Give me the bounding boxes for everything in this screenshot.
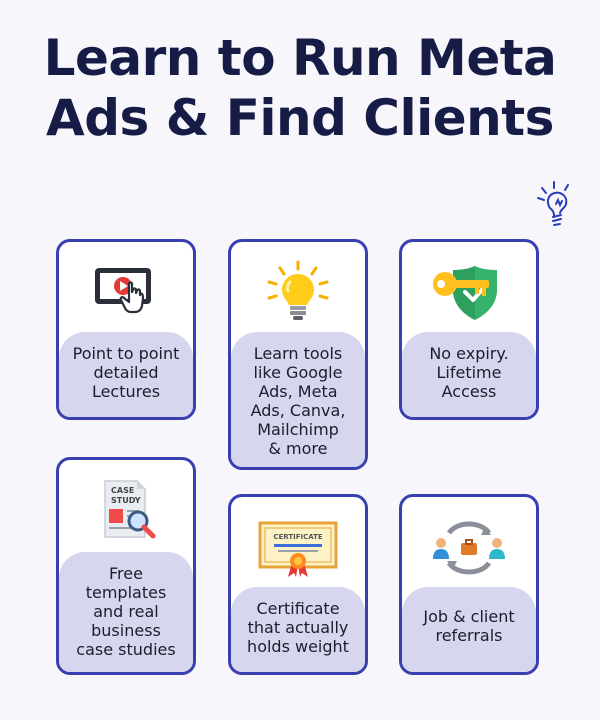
card-text: Learn tools like Google Ads, Meta Ads, C… — [231, 332, 365, 467]
feature-card-referrals: Job & client referrals — [399, 494, 539, 675]
lightbulb-doodle-icon — [537, 181, 569, 226]
lightbulb-icon — [267, 260, 329, 320]
card-text: Certificate that actually holds weight — [231, 587, 365, 672]
feature-card-access: No expiry. Lifetime Access — [399, 239, 539, 420]
card-text: Point to point detailed Lectures — [59, 332, 193, 417]
title-line-2: Ads & Find Clients — [46, 89, 554, 147]
feature-card-templates: CASE STUDY Free templates and real busin… — [56, 457, 196, 675]
referral-exchange-icon — [433, 521, 505, 575]
icon-area — [59, 252, 193, 332]
case-label: CASE — [111, 486, 134, 495]
study-label: STUDY — [111, 496, 141, 505]
tablet-video-icon — [95, 268, 151, 314]
case-study-icon: CASE STUDY — [104, 480, 156, 539]
icon-area — [402, 252, 536, 332]
certificate-label: CERTIFICATE — [273, 533, 323, 541]
card-text: Job & client referrals — [402, 587, 536, 672]
feature-card-tools: Learn tools like Google Ads, Meta Ads, C… — [228, 239, 368, 470]
card-text: No expiry. Lifetime Access — [402, 332, 536, 417]
icon-area: CERTIFICATE — [231, 507, 365, 587]
icon-area — [231, 252, 365, 332]
feature-card-certificate: CERTIFICATE Certificate that actually ho… — [228, 494, 368, 675]
page-title: Learn to Run Meta Ads & Find Clients — [0, 28, 600, 148]
certificate-icon: CERTIFICATE — [258, 521, 338, 577]
feature-card-lectures: Point to point detailed Lectures — [56, 239, 196, 420]
card-text: Free templates and real business case st… — [59, 552, 193, 672]
title-line-1: Learn to Run Meta — [43, 29, 557, 87]
icon-area: CASE STUDY — [59, 470, 193, 550]
key-shield-icon — [433, 266, 497, 320]
icon-area — [402, 507, 536, 587]
